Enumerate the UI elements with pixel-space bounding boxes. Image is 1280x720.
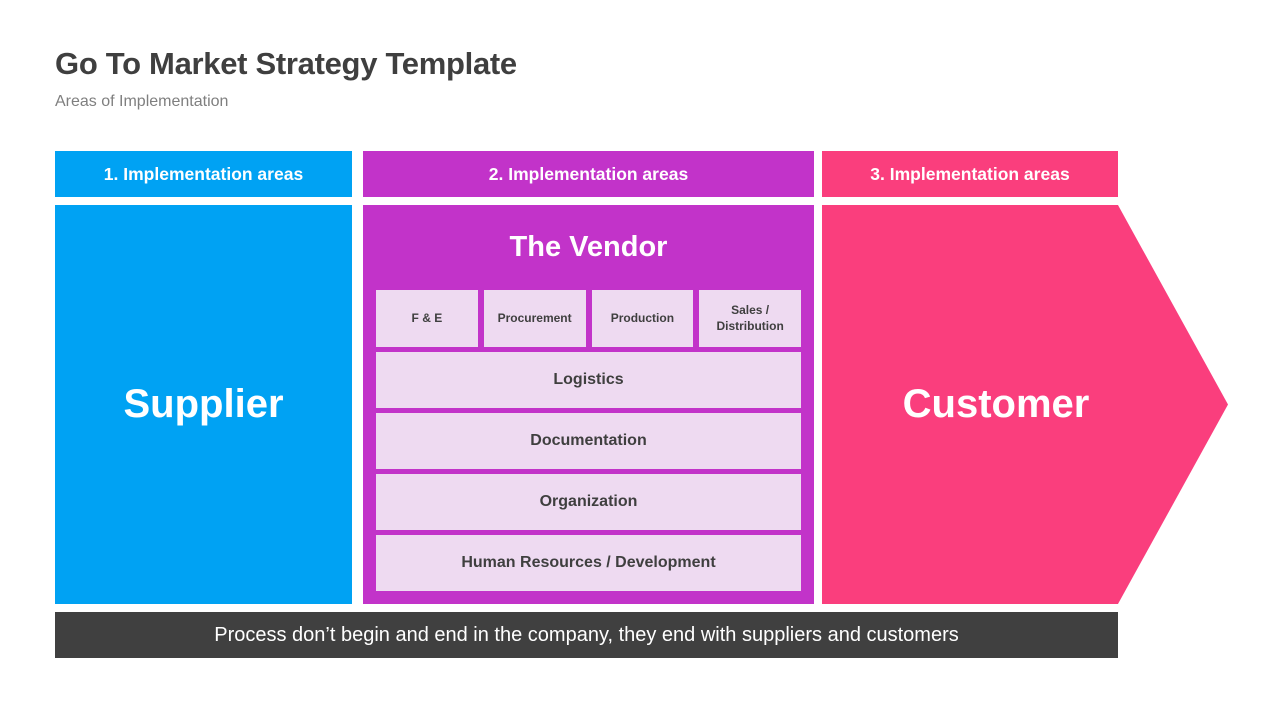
customer-arrow: Customer <box>822 205 1228 604</box>
vendor-area-human-resources: Human Resources / Development <box>376 535 801 591</box>
department-box-production: Production <box>591 290 694 347</box>
footer-note: Process don’t begin and end in the compa… <box>214 623 959 646</box>
department-box-procurement: Procurement <box>483 290 586 347</box>
department-box-sales-distribution: Sales / Distribution <box>699 290 801 347</box>
vendor-area-logistics: Logistics <box>376 352 801 408</box>
vendor-box: The Vendor F & E Procurement Production … <box>363 205 814 604</box>
supplier-box: Supplier <box>55 205 352 604</box>
vendor-area-organization: Organization <box>376 474 801 530</box>
page-title: Go To Market Strategy Template <box>55 46 517 81</box>
column-header-customer: 3. Implementation areas <box>822 151 1118 197</box>
customer-label: Customer <box>902 382 1090 426</box>
footer-bar: Process don’t begin and end in the compa… <box>55 612 1118 658</box>
page-subtitle: Areas of Implementation <box>55 93 229 110</box>
vendor-area-documentation: Documentation <box>376 413 801 469</box>
supplier-label: Supplier <box>123 382 284 426</box>
column-header-vendor: 2. Implementation areas <box>363 151 814 197</box>
vendor-departments-row: F & E Procurement Production Sales / Dis… <box>376 290 801 347</box>
vendor-title: The Vendor <box>509 231 668 263</box>
department-box-fe: F & E <box>376 290 478 347</box>
column-header-supplier: 1. Implementation areas <box>55 151 352 197</box>
